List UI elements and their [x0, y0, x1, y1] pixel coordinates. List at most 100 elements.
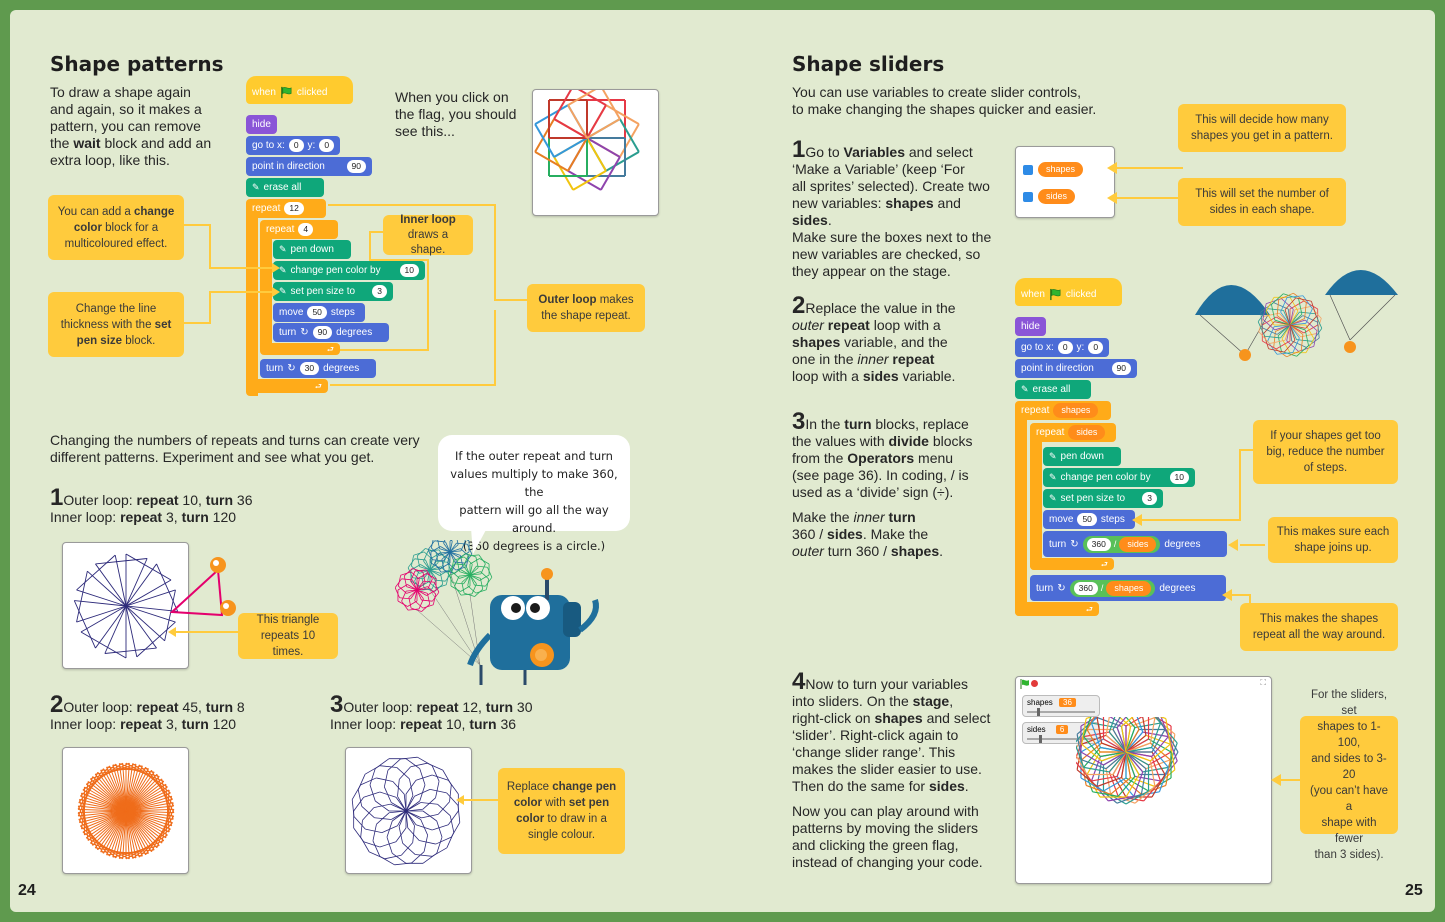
pattern-stroke: [1130, 777, 1156, 788]
pattern-stroke: [410, 607, 422, 612]
pattern-stroke: [1281, 298, 1294, 310]
erase-all-block[interactable]: ✎erase all: [246, 178, 324, 197]
pattern-stroke: [1110, 777, 1131, 795]
pattern-stroke: [80, 605, 127, 633]
pattern-stroke: [429, 788, 447, 794]
pattern-stroke: [1262, 327, 1278, 335]
sides-checkbox[interactable]: [1023, 192, 1033, 202]
green-flag-icon[interactable]: [1020, 679, 1040, 689]
erase-all-block-2[interactable]: ✎erase all: [1015, 380, 1091, 399]
pattern-stroke: [103, 768, 127, 812]
pattern-stroke: [106, 766, 127, 812]
callout-slider-ranges: For the sliders, set shapes to 1-100, an…: [1300, 689, 1398, 861]
sides-variable[interactable]: sides: [1038, 189, 1076, 204]
pattern-stroke: [1096, 777, 1122, 788]
example-1-text: 1Outer loop: repeat 10, turn 36 Inner lo…: [50, 484, 253, 526]
divide-operator[interactable]: 360/sides: [1082, 535, 1161, 553]
pen-down-block[interactable]: ✎pen down: [273, 240, 351, 259]
pattern-stroke: [125, 765, 143, 812]
example-1-frame: [62, 542, 189, 669]
pen-down-block-2[interactable]: ✎pen down: [1043, 447, 1121, 466]
pattern-stroke: [469, 574, 477, 585]
divide-operator-2[interactable]: 360/shapes: [1069, 579, 1156, 597]
page-number-left: 24: [18, 882, 36, 899]
pattern-stroke: [369, 784, 376, 802]
pattern-stroke: [449, 544, 459, 553]
pattern-stroke: [125, 810, 140, 858]
pattern-stroke: [84, 786, 127, 812]
pattern-stroke: [487, 567, 493, 578]
pattern-stroke: [1125, 729, 1140, 753]
pattern-stroke: [1271, 304, 1276, 321]
stop-icon[interactable]: [1031, 680, 1038, 687]
when-flag-clicked-block-2[interactable]: when clicked: [1015, 278, 1122, 306]
pattern-stroke: [451, 560, 457, 572]
pattern-stroke: [1083, 736, 1101, 757]
shapes-variable[interactable]: shapes: [1038, 162, 1084, 177]
pattern-stroke: [1283, 339, 1296, 353]
fullscreen-icon[interactable]: ⛶: [1260, 678, 1266, 687]
pattern-stroke: [405, 810, 422, 819]
turn-shapes-block[interactable]: turn↻ 360/shapes degrees: [1030, 575, 1226, 601]
pattern-stroke: [97, 810, 127, 851]
pattern-stroke: [1103, 751, 1127, 766]
when-flag-clicked-block[interactable]: when clicked: [246, 76, 353, 104]
pattern-stroke: [92, 810, 127, 846]
pattern-stroke: [454, 585, 462, 596]
pattern-stroke: [1108, 751, 1127, 773]
shapes-checkbox[interactable]: [1023, 165, 1033, 175]
pattern-stroke: [109, 765, 127, 812]
pattern-stroke: [1289, 324, 1304, 335]
pattern-stroke: [419, 784, 426, 802]
pattern-stroke: [1103, 738, 1127, 753]
pattern-stroke: [619, 123, 640, 158]
pattern-stroke: [401, 600, 409, 611]
pattern-stroke: [125, 810, 152, 852]
pattern-stroke: [112, 764, 127, 812]
pattern-stroke: [398, 766, 411, 780]
pattern-stroke: [410, 571, 420, 580]
pattern-stroke: [1125, 790, 1149, 805]
pattern-stroke: [1112, 729, 1127, 753]
pattern-stroke: [1092, 791, 1119, 797]
turn-sides-block[interactable]: turn↻ 360/sides degrees: [1043, 531, 1227, 557]
pattern-stroke: [440, 573, 444, 585]
pattern-stroke: [1160, 717, 1169, 737]
hide-block-2[interactable]: hide: [1015, 317, 1046, 336]
pattern-stroke: [469, 573, 481, 576]
pattern-stroke: [1120, 726, 1127, 753]
pattern-stroke: [419, 840, 436, 845]
pattern-stroke: [1281, 338, 1291, 353]
pattern-stroke: [369, 768, 376, 785]
pattern-stroke: [1273, 302, 1289, 310]
pattern-stroke: [1262, 316, 1277, 326]
pattern-stroke: [434, 582, 440, 593]
balloon-pattern: [447, 553, 493, 597]
square-pattern-drawing: [534, 90, 640, 191]
pattern-stroke: [414, 569, 426, 572]
pattern-stroke: [586, 118, 621, 139]
pattern-stroke: [76, 554, 116, 591]
pattern-stroke: [125, 563, 157, 607]
shapes-slider-monitor[interactable]: shapes 36: [1022, 695, 1100, 717]
hide-block[interactable]: hide: [246, 115, 277, 134]
pattern-stroke: [1148, 751, 1172, 766]
pattern-stroke: [1081, 718, 1087, 745]
pattern-stroke: [1076, 734, 1083, 760]
